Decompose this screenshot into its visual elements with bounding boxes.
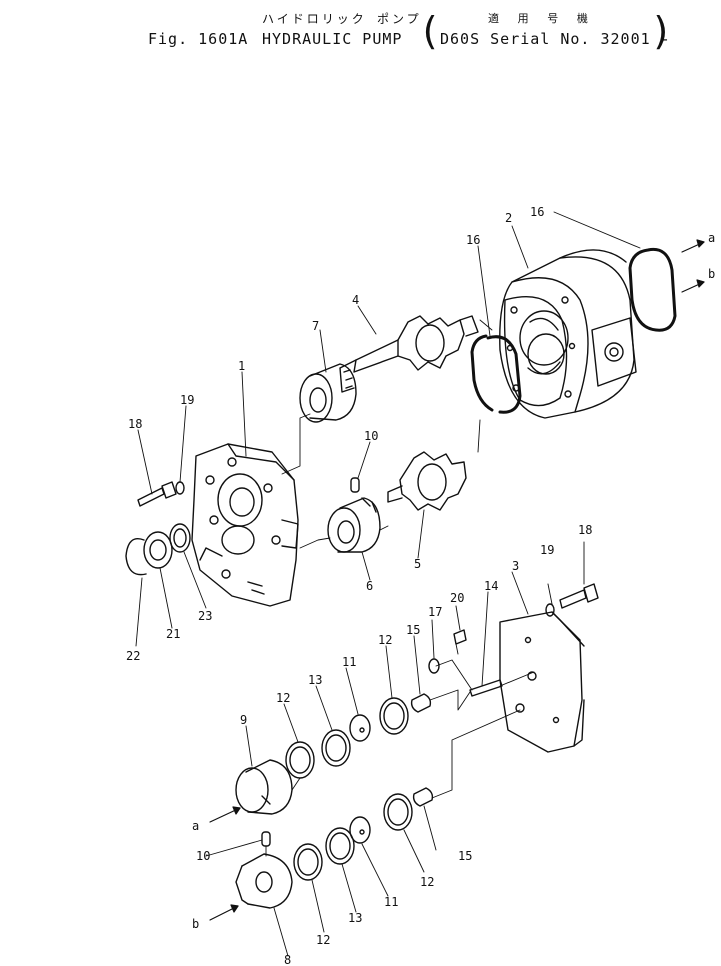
callout-16-left: 16 (466, 233, 480, 247)
drive-gear-part-4 (339, 315, 479, 393)
callout-12-b: 12 (378, 633, 392, 647)
plug-part-20 (453, 629, 467, 645)
ref-b-upper: b (708, 267, 715, 281)
callout-2: 2 (505, 211, 512, 225)
ref-a-upper: a (708, 231, 715, 245)
rear-cover-part-3 (499, 611, 585, 753)
spacer-ring-part-23 (169, 523, 191, 553)
plug-part-15 (410, 693, 434, 807)
callout-22: 22 (126, 649, 140, 663)
callout-10-lower: 10 (196, 849, 210, 863)
ref-a-lower: a (192, 819, 199, 833)
bolt-part-18 (137, 481, 599, 609)
callout-3: 3 (512, 559, 519, 573)
callout-17: 17 (428, 605, 442, 619)
callout-7: 7 (312, 319, 319, 333)
leader-lines (135, 211, 641, 957)
callout-18-right: 18 (578, 523, 592, 537)
callout-20: 20 (450, 591, 464, 605)
ref-b-lower: b (192, 917, 199, 931)
o-ring-part-17 (428, 658, 440, 674)
callout-1: 1 (238, 359, 245, 373)
callout-5: 5 (414, 557, 421, 571)
japanese-applicability: 適 用 号 機 (488, 12, 594, 25)
front-cover-part-1 (191, 443, 299, 607)
assembly-lines (265, 319, 535, 857)
callout-11-upper: 11 (342, 655, 356, 669)
plate-part-11 (349, 714, 371, 844)
close-paren: ) (650, 9, 674, 53)
bushing-part-9 (235, 759, 293, 815)
oil-seal-part-21 (143, 531, 173, 569)
callout-13-lower: 13 (348, 911, 362, 925)
callout-4: 4 (352, 293, 359, 307)
callout-11-lower: 11 (384, 895, 398, 909)
callout-12-a: 12 (276, 691, 290, 705)
callout-16-right: 16 (530, 205, 544, 219)
callout-8: 8 (284, 953, 291, 966)
callout-12-c: 12 (420, 875, 434, 889)
snap-ring-part-22 (125, 538, 147, 576)
japanese-title: ハイドロリック ポンプ (262, 12, 422, 26)
callout-10-upper: 10 (364, 429, 378, 443)
callout-19-left: 19 (180, 393, 194, 407)
figure-number: Fig. 1601A (148, 30, 249, 48)
o-ring-part-16 (470, 247, 677, 414)
callout-15-lower: 15 (458, 849, 472, 863)
callout-9: 9 (240, 713, 247, 727)
valve-parts (428, 629, 503, 697)
open-paren: ( (418, 9, 442, 53)
callout-21: 21 (166, 627, 180, 641)
callout-19-right: 19 (540, 543, 554, 557)
driven-gear-part-5 (387, 451, 467, 511)
pin-part-14 (469, 679, 503, 697)
callout-6: 6 (366, 579, 373, 593)
backup-ring-part-13 (321, 729, 355, 865)
bushing-part-7 (299, 363, 357, 423)
callout-12-d: 12 (316, 933, 330, 947)
callout-23: 23 (198, 609, 212, 623)
callout-13-upper: 13 (308, 673, 322, 687)
callout-labels: 1 2 3 4 5 6 7 8 9 10 10 11 11 12 12 12 1… (126, 205, 715, 966)
pump-body-part-2 (499, 249, 637, 419)
bushing-part-6 (327, 497, 381, 553)
bushing-part-8 (235, 853, 293, 909)
serial-applicability: D60S Serial No. 32001 - (440, 30, 671, 48)
callout-14: 14 (484, 579, 498, 593)
figure-title: HYDRAULIC PUMP (262, 30, 403, 48)
callout-15-upper: 15 (406, 623, 420, 637)
flow-arrows (209, 239, 705, 921)
callout-18-left: 18 (128, 417, 142, 431)
